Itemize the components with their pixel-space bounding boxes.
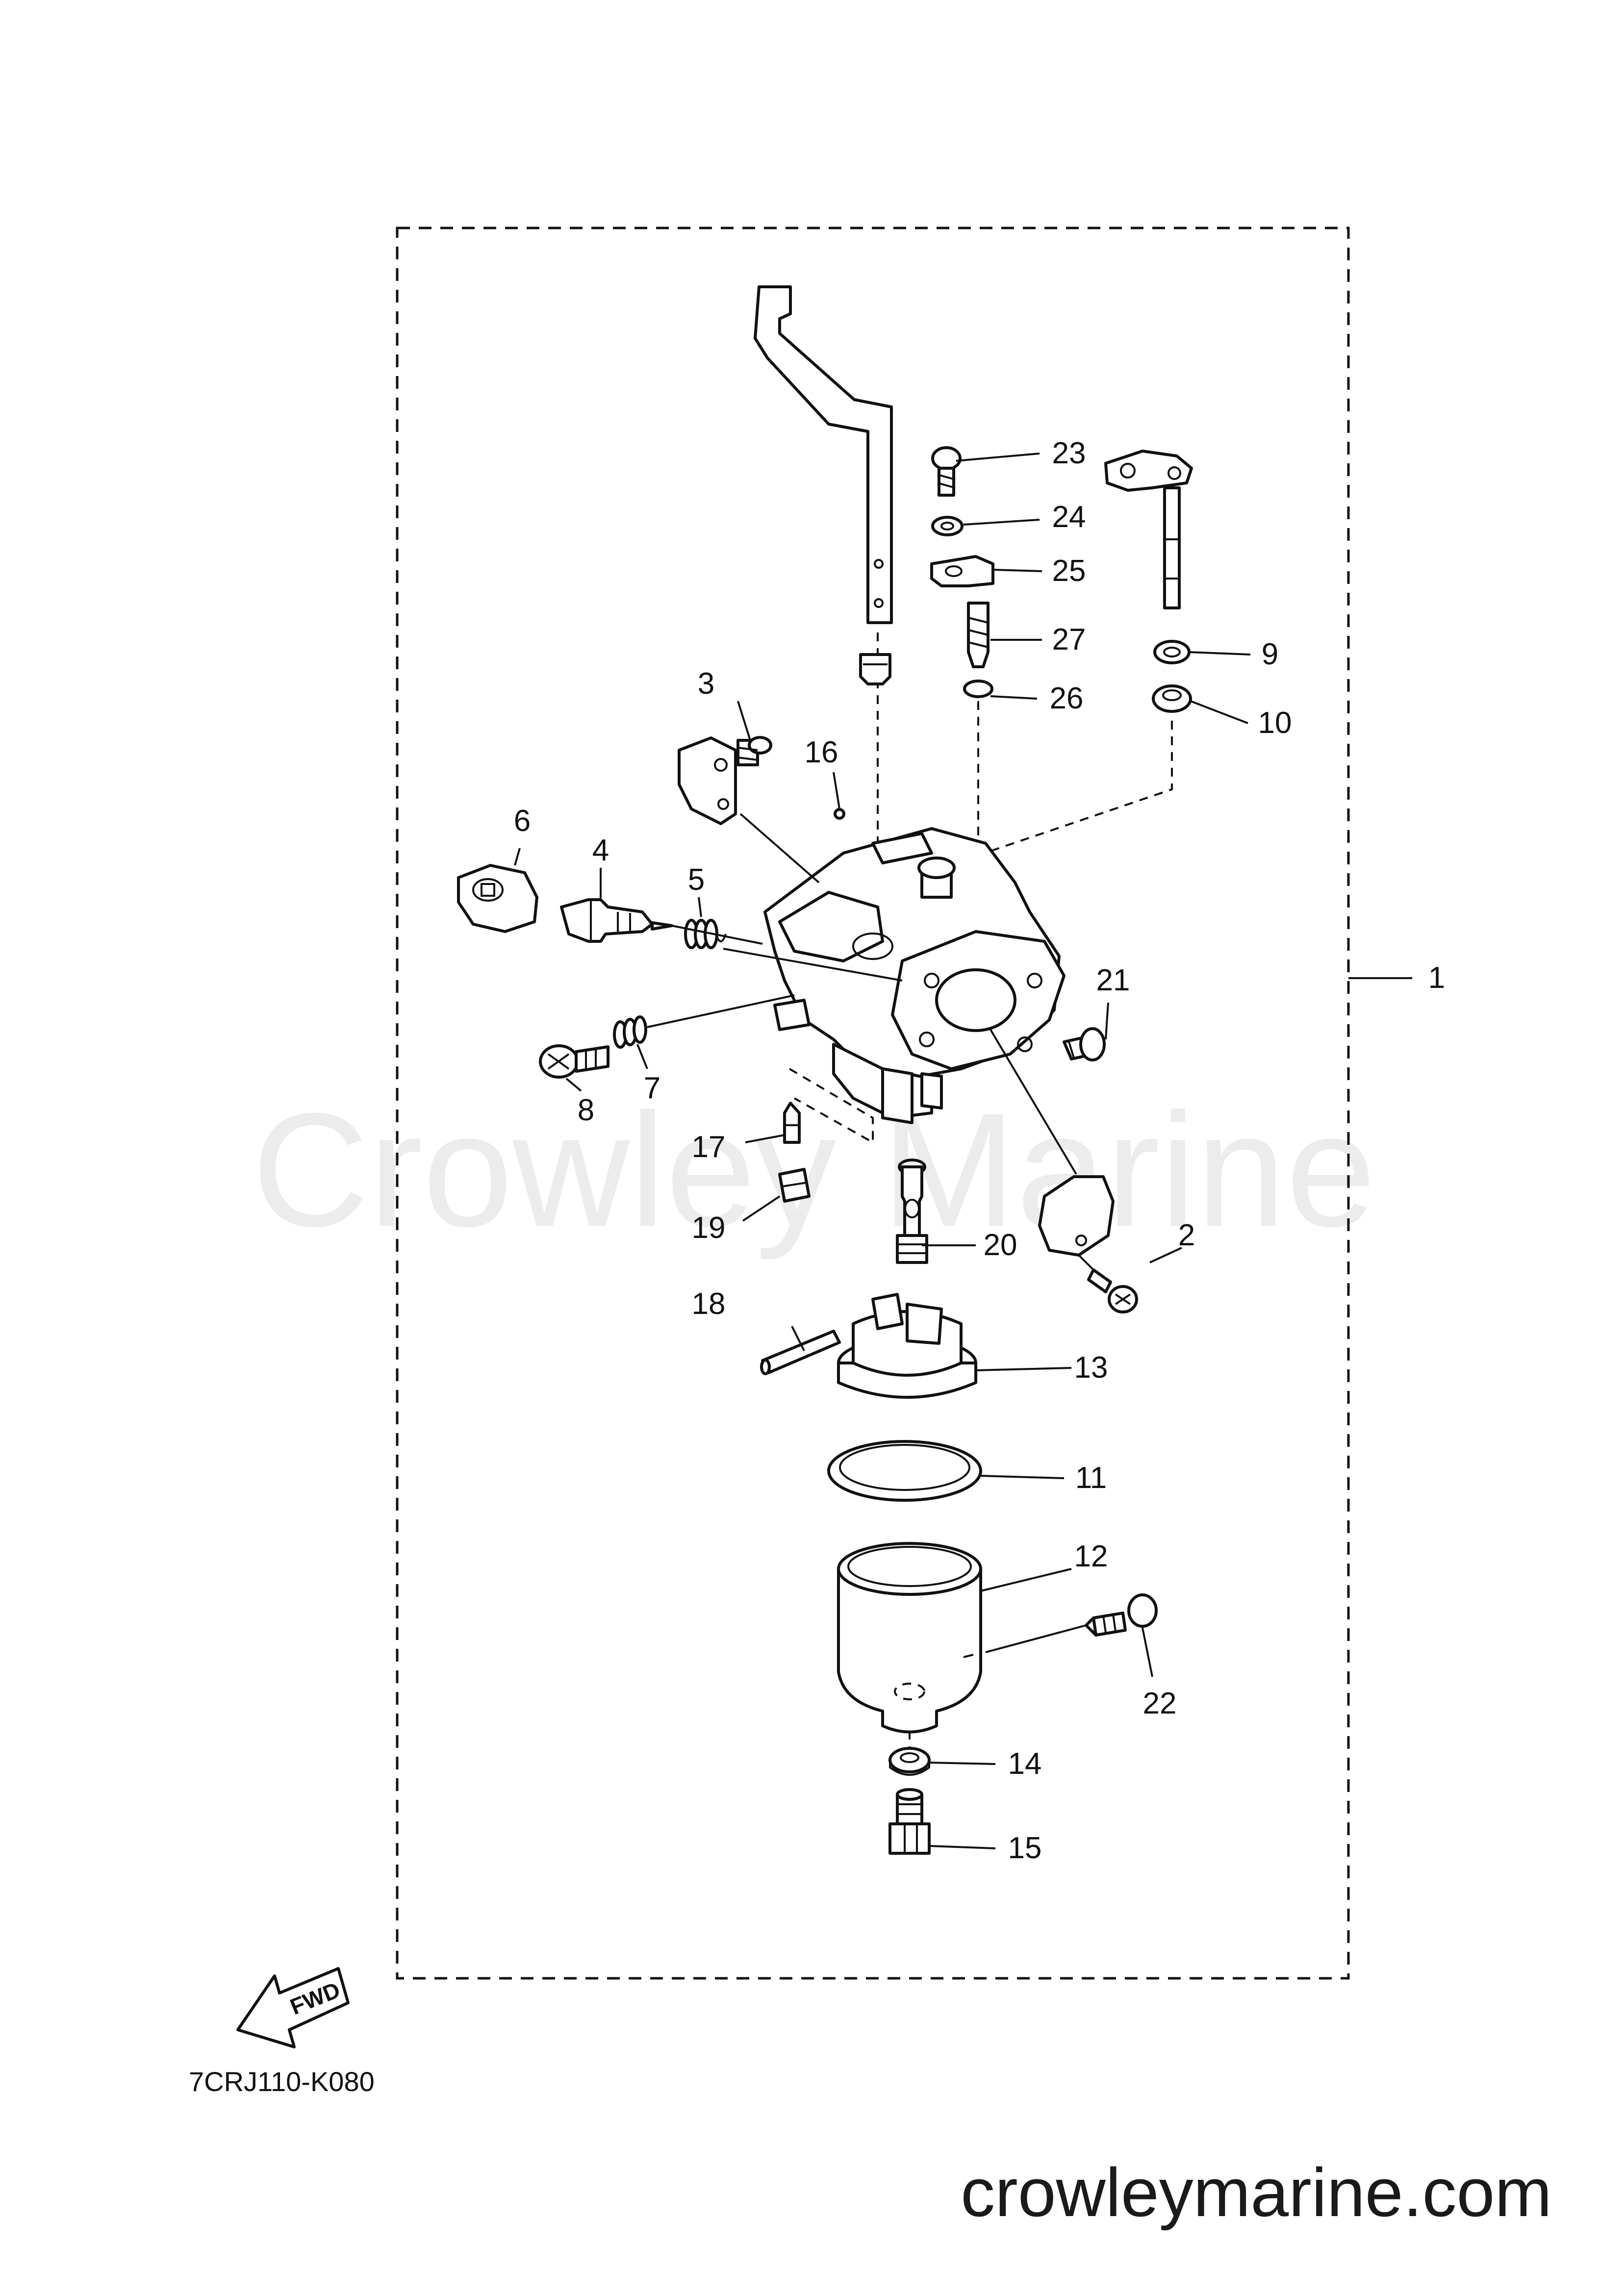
callout-26: 26 [1050,681,1084,715]
site-url-text: crowleymarine.com [961,2154,1552,2231]
callout-7: 7 [644,1071,660,1105]
screw-8[interactable] [539,1044,609,1079]
clip-19[interactable] [778,1168,811,1203]
callout-10: 10 [1258,706,1292,740]
callout-2: 2 [1178,1218,1195,1252]
gasket-11[interactable] [827,1440,982,1502]
bracket-25[interactable] [930,555,994,587]
watermark-text: Crowley Marine [252,1079,1376,1261]
callout-11: 11 [1075,1461,1107,1495]
callout-27: 27 [1052,623,1086,656]
callout-22: 22 [1143,1687,1177,1720]
leader-needle-dash [788,1068,874,1144]
callout-20: 20 [984,1228,1017,1262]
callout-leaders [514,453,1412,1849]
leader-flange-cover [990,1029,1077,1175]
main-jet-20[interactable] [896,1159,928,1264]
callout-25: 25 [1052,554,1086,588]
spring-7[interactable] [613,1015,647,1049]
idle-adjust-screw-4[interactable] [560,898,673,943]
callout-6: 6 [514,804,531,838]
callout-15: 15 [1008,1831,1042,1865]
o-ring-26[interactable] [963,680,993,698]
washer-10[interactable] [1152,684,1192,713]
float-bowl-12[interactable] [837,1542,982,1734]
screw-21[interactable] [1063,1027,1106,1061]
carburetor-body[interactable] [763,827,1066,1124]
fwd-arrow-icon: FWD [236,1967,350,2048]
washer-14[interactable] [888,1747,931,1776]
washer-24[interactable] [931,516,964,536]
leader-cover-screw [1078,1254,1097,1273]
drawing-code: 7CRJ110-K080 [189,2066,375,2097]
leader-plate-body [739,813,820,883]
callout-12: 12 [1074,1539,1108,1573]
leader-7-body [647,994,795,1028]
callout-14: 14 [1008,1747,1042,1781]
leader-10-dash [926,721,1173,874]
callout-21: 21 [1096,963,1130,997]
screw-3[interactable] [736,736,772,766]
callout-23: 23 [1052,436,1086,470]
pin-18[interactable] [760,1330,841,1375]
callout-3: 3 [698,667,714,701]
callout-24: 24 [1052,500,1086,534]
callout-16: 16 [805,735,838,769]
leader-5-body [723,948,903,982]
callout-5: 5 [688,863,705,897]
leader-bowl-22 [985,1624,1087,1653]
callout-9: 9 [1262,637,1278,671]
leader-4-body [671,925,763,945]
pilot-screw-27[interactable] [967,602,990,668]
callout-1: 1 [1428,961,1445,995]
callout-labels: 1 2 3 4 5 6 7 8 9 10 11 12 13 14 15 16 1… [514,436,1445,1865]
seal-9[interactable] [1153,640,1191,664]
callout-17: 17 [692,1130,726,1164]
throttle-link-rod[interactable] [754,285,893,624]
throttle-stop-screw-top[interactable] [859,653,891,685]
float-13[interactable] [837,1293,977,1399]
throttle-shaft-lever[interactable] [1104,450,1193,609]
drain-plug-15[interactable] [888,1788,931,1855]
callout-4: 4 [592,833,609,867]
screw-2[interactable] [1087,1268,1138,1313]
choke-plate[interactable] [678,736,737,825]
callout-8: 8 [578,1093,594,1127]
screw-23[interactable] [931,446,962,497]
callout-18: 18 [692,1287,726,1321]
callout-19: 19 [692,1211,726,1245]
ball-16[interactable] [834,808,845,820]
cap-6[interactable] [457,864,538,933]
assembly-boundary [396,227,1350,1980]
screw-22[interactable] [1085,1593,1158,1637]
needle-valve-17[interactable] [783,1102,801,1144]
cover-2[interactable] [1038,1175,1115,1257]
spring-5[interactable] [684,919,727,949]
callout-13: 13 [1074,1351,1108,1385]
